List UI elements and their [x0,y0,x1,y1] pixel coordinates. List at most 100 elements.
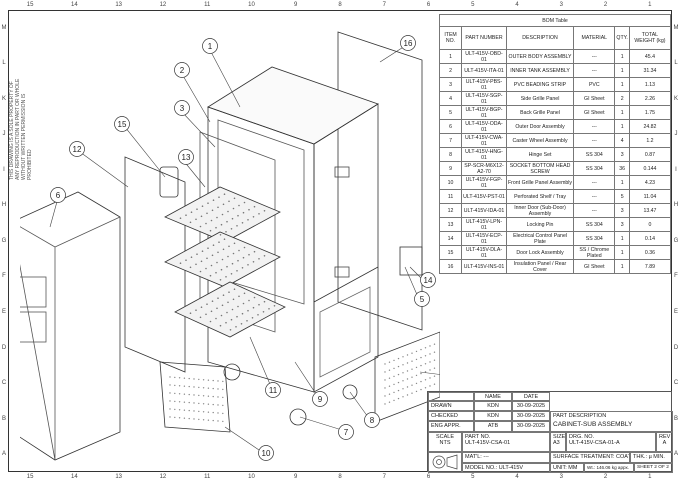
zone-label: 1 [648,2,652,8]
bom-cell: 1 [614,119,630,134]
eng-appr-name: ATB [474,421,512,432]
zone-label: H [673,202,679,209]
zone-label: 10 [248,474,255,480]
balloon-label: 10 [262,449,271,458]
bom-cell: 7 [438,133,463,148]
balloon-label: 1 [208,42,213,51]
bom-cell: 13 [438,217,463,232]
zone-label: 10 [248,2,255,8]
bom-cell: Outer Door Assembly [505,119,575,134]
zone-label: 2 [603,474,608,480]
bom-cell: 10 [438,175,463,190]
bom-cell: 12 [438,203,463,218]
bom-cell: 4 [614,133,630,148]
zone-label: 15 [26,474,34,480]
bom-cell: ULT-415V-ODA-01 [461,119,507,134]
balloon-16: 16 [400,35,416,51]
bom-cell: 1 [438,49,463,64]
bom-cell: 15 [438,245,463,260]
zone-label: 8 [338,474,342,480]
zone-label: A [1,451,6,458]
bom-cell: 0.36 [628,245,672,260]
bom-cell: --- [573,175,616,190]
bom-cell: 1.75 [628,105,672,120]
zone-label: 3 [559,2,563,8]
surface-treatment: SURFACE TREATMENT: COAT [550,452,630,463]
zone-label: C [1,380,7,387]
bom-cell: 3 [614,203,630,218]
zone-label: 2 [603,2,608,8]
zone-label: C [673,380,679,387]
part-no-label: PART NO. [465,434,491,440]
unit: UNIT: MM [550,463,584,473]
date-header: DATE [512,392,550,401]
bom-cell: 7.89 [628,259,672,274]
zone-label: 4 [515,2,519,8]
scale-label: SCALE [435,434,455,440]
bom-cell: SS 304 [573,217,616,232]
bom-cell: 13.47 [628,203,672,218]
bom-cell: 9 [438,161,463,176]
balloon-label: 8 [370,416,375,425]
zone-label: 6 [426,2,431,8]
zone-label: K [673,95,678,102]
balloon-label: 12 [73,145,82,154]
zone-label: G [1,237,7,244]
bom-cell: --- [573,133,616,148]
bom-cell: ULT-415V-CWA-01 [461,133,507,148]
bom-cell: Back Grille Panel [505,105,575,120]
bom-cell: 31.34 [628,63,672,78]
balloon-11: 11 [265,382,281,398]
zone-label: M [673,24,679,31]
zone-label: 1 [648,474,652,480]
zone-label: 8 [338,2,342,8]
zone-label: 9 [294,2,298,8]
zone-label: 15 [26,2,34,8]
balloon-5: 5 [414,291,430,307]
balloon-label: 3 [180,104,185,113]
bom-cell: --- [573,49,616,64]
size-label: SIZE [553,434,566,440]
bom-cell: SS 304 [573,161,616,176]
bom-title: BOM Table [439,14,671,27]
bom-cell: Front Grille Panel Assembly [505,175,575,190]
name-header: NAME [474,392,512,401]
eng-appr-date: 30-09-2025 [512,421,550,432]
bom-cell: 1 [614,231,630,246]
part-description: CABINET-SUB ASSEMBLY [553,421,633,428]
zone-label: 14 [71,474,78,480]
bom-cell: 1.2 [628,133,672,148]
projection-symbol [428,452,462,473]
zone-label: I [675,166,677,173]
bom-cell: Inner Door (Sub-Door) Assembly [505,203,575,218]
bom-cell: GI Sheet [573,105,616,120]
balloon-6: 6 [50,187,66,203]
bom-cell: PVC [573,77,616,92]
bom-cell: ULT-415V-INS-01 [461,259,507,274]
bom-cell: Insulation Panel / Rear Cover [505,259,575,274]
bom-cell: 1 [614,245,630,260]
bom-column-header: TOTAL WEIGHT (kg) [628,26,672,50]
zone-label: 4 [515,474,519,480]
model-no: MODEL NO.: ULT-415V [462,463,550,473]
bom-cell: --- [573,203,616,218]
checked-date: 30-09-2025 [512,411,550,421]
balloon-2: 2 [174,62,190,78]
bom-cell: ULT-415V-HNG-01 [461,147,507,162]
balloon-label: 16 [404,39,413,48]
bom-cell: 0.14 [628,231,672,246]
bom-cell: 11.04 [628,189,672,204]
zone-label: A [673,451,678,458]
zone-label: 12 [159,2,167,8]
